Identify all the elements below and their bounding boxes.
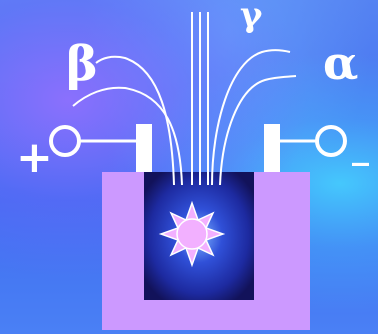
negative-terminal-label: _ [352,127,369,167]
negative-terminal [280,127,345,155]
gamma-rays [192,12,208,185]
alpha-label: α [323,36,358,90]
negative-plate [264,124,280,172]
gamma-label: γ [240,0,263,35]
positive-plate [136,124,152,172]
beta-label: β [66,36,98,92]
radioactive-sample-icon [161,203,223,265]
positive-terminal-label: + [16,132,53,183]
alpha-rays [212,50,296,185]
positive-terminal [51,127,136,155]
